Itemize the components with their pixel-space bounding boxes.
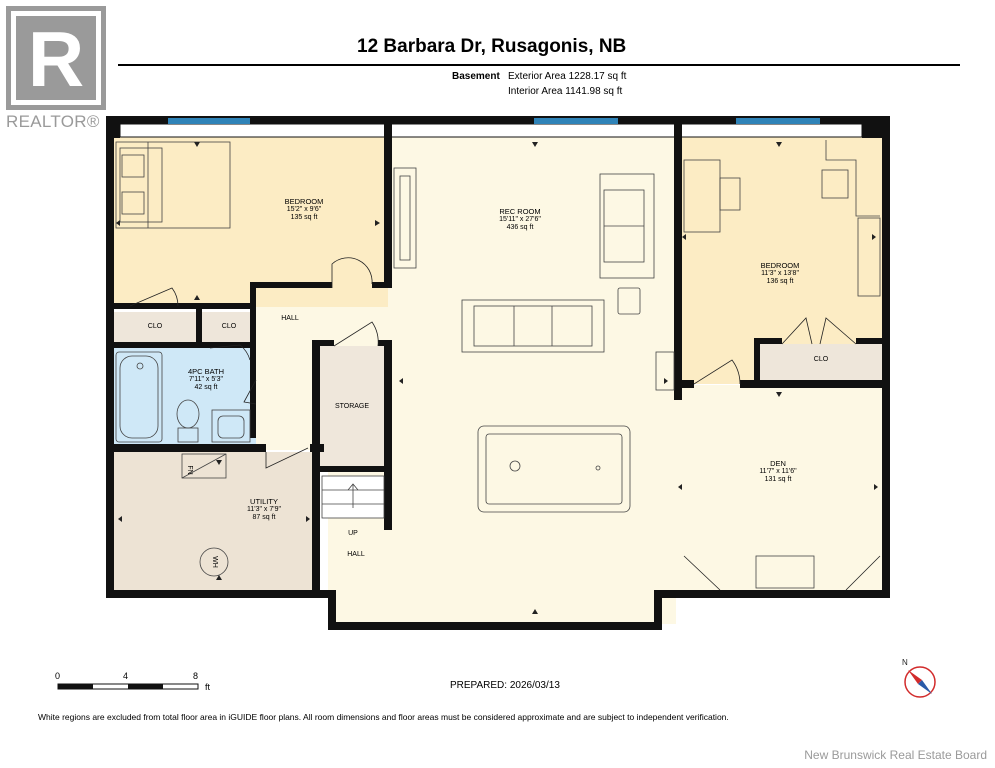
board-credit: New Brunswick Real Estate Board [804, 748, 987, 762]
wall-den-top-a [674, 380, 694, 388]
corner-tl [106, 116, 120, 138]
door-swings [129, 257, 881, 591]
closet1-label: CLO [147, 323, 163, 330]
door-storage [333, 321, 379, 347]
wall-bed2-left [674, 124, 682, 400]
den-fill [676, 385, 884, 590]
wall-bed1-right [384, 124, 392, 284]
wall-hall-top [256, 282, 332, 288]
storage-label: STORAGE [334, 403, 370, 410]
compass-label: N [902, 658, 908, 667]
bath-fixtures [115, 351, 251, 443]
wall-storage-bottom [316, 466, 388, 472]
wall-storage-left [312, 340, 320, 590]
bedroom1-label: BEDROOM 15'2" x 9'6" 135 sq ft [284, 197, 324, 222]
door-bath-hall [243, 379, 257, 405]
closet3-label: CLO [813, 356, 829, 363]
scale-unit: ft [205, 682, 211, 692]
floor-label: Basement [452, 71, 500, 82]
wall-top [106, 116, 890, 124]
closet2-fill [202, 312, 254, 342]
wall-clo3-left [754, 338, 760, 384]
den-furniture [755, 555, 815, 589]
window-1 [168, 118, 250, 124]
utility-fill [112, 452, 318, 590]
wall-bottom-step [328, 590, 336, 630]
bath-label: 4PC BATH 7'11" x 5'3" 42 sq ft [187, 367, 225, 392]
wall-bottom-left [106, 590, 334, 598]
wall-bottom-step2 [654, 590, 662, 630]
door-bed2 [693, 359, 741, 385]
logo-letter: R [28, 15, 84, 103]
storage-fill [316, 346, 388, 470]
wall-bottom-mid [328, 622, 660, 630]
wall-right [882, 116, 890, 596]
wall-clo-bottom [106, 342, 256, 348]
wall-storage-right [384, 340, 392, 530]
door-clo1 [129, 287, 179, 307]
exterior-area: Exterior Area 1228.17 sq ft [508, 71, 627, 82]
wall-bottom-right [654, 590, 890, 598]
wall-den-top-b [740, 380, 890, 388]
closet3-fill [760, 344, 882, 380]
bed2-furniture [683, 140, 881, 297]
utility-fixtures [181, 453, 229, 577]
stairs [321, 475, 385, 519]
door-clo3 [781, 317, 857, 345]
bath-fill [112, 348, 256, 446]
wall-clo-divider [196, 309, 202, 345]
realtor-wordmark: REALTOR® [6, 112, 100, 131]
den-label: DEN 11'7" x 11'6" 131 sq ft [759, 459, 797, 484]
wall-left [106, 116, 114, 596]
door-bath [209, 344, 251, 361]
stairs-up-label: UP [348, 530, 358, 537]
bedroom2-label: BEDROOM 11'3" x 13'8" 136 sq ft [760, 261, 800, 286]
door-utility [265, 447, 309, 469]
wall-hall-left [250, 282, 256, 438]
scale-label-4: 4 [123, 671, 129, 681]
scale-bar [57, 683, 199, 690]
rec-room-label: REC ROOM 15'11" x 27'6" 436 sq ft [499, 207, 541, 232]
page-title: 12 Barbara Dr, Rusagonis, NB [357, 36, 627, 57]
closet1-fill [112, 312, 196, 342]
hall1-label: HALL [281, 315, 299, 322]
hall2-label: HALL [347, 551, 365, 558]
interior-walls [106, 124, 890, 590]
realtor-logo-icon: R [6, 6, 106, 110]
furnace-label: FN [186, 465, 193, 475]
wall-bath-bottom [106, 444, 266, 452]
disclaimer: White regions are excluded from total fl… [38, 712, 729, 722]
closet2-label: CLO [221, 323, 237, 330]
scale-label-8: 8 [193, 671, 199, 681]
corner-tr [862, 116, 890, 138]
door-bed1 [331, 257, 373, 288]
interior-area: Interior Area 1141.98 sq ft [508, 86, 623, 97]
dimension-arrows [116, 142, 878, 614]
compass-icon: N [896, 656, 942, 707]
bed1-furniture [115, 141, 231, 229]
exterior-walls [106, 116, 890, 630]
utility-label: UTILITY 11'3" x 7'9" 87 sq ft [247, 497, 281, 522]
den-corners [683, 555, 881, 591]
water-heater-label: WH [211, 556, 218, 568]
title-divider [118, 64, 960, 66]
window-3 [736, 118, 820, 124]
scale-label-0: 0 [55, 671, 61, 681]
rec-room-furniture [393, 167, 675, 513]
window-2 [534, 118, 618, 124]
prepared-date: PREPARED: 2026/03/13 [450, 680, 560, 691]
